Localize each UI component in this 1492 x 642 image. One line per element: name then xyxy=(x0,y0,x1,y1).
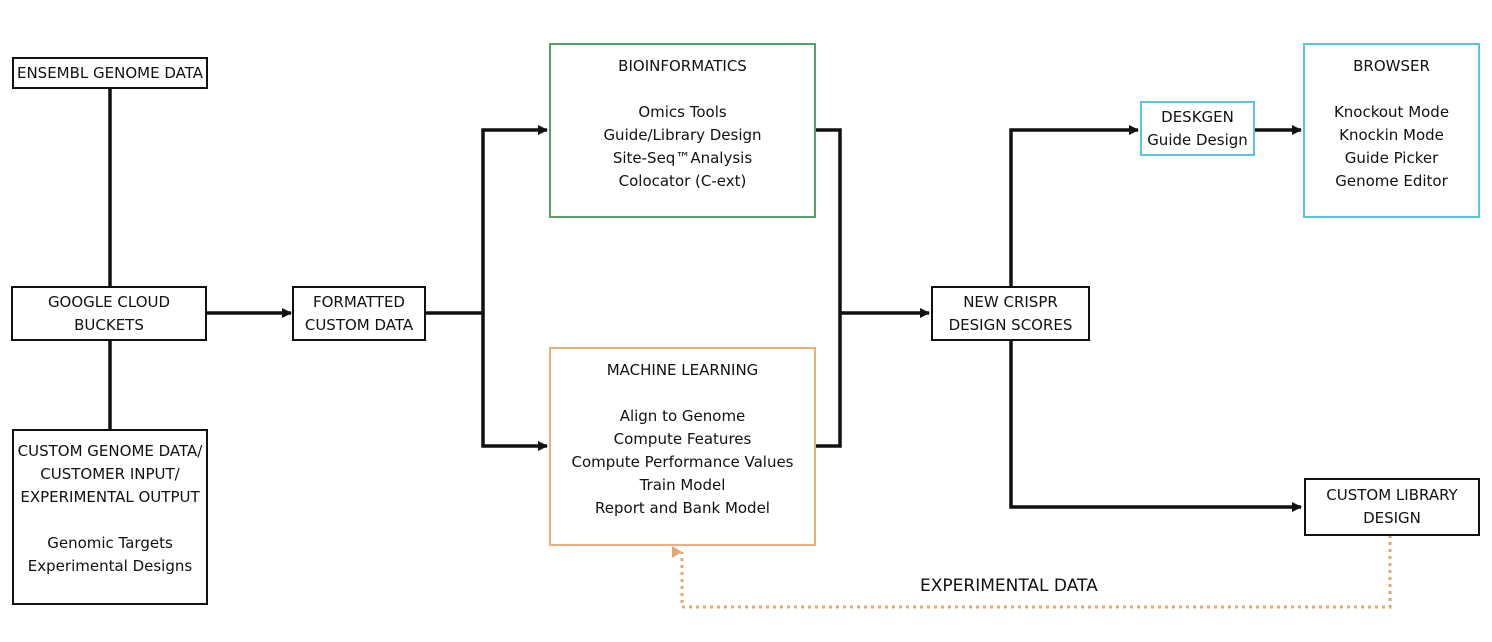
machine-learning-item: Report and Bank Model xyxy=(595,499,770,517)
edge-crispr-to-custom-library xyxy=(1009,341,1302,512)
browser-item: Guide Picker xyxy=(1344,149,1439,167)
machine-learning-item: Compute Performance Values xyxy=(571,453,794,471)
custom-genome-line-2: CUSTOMER INPUT/ xyxy=(40,465,180,483)
bioinformatics-item: Colocator (C-ext) xyxy=(618,172,747,190)
crispr-line-2: DESIGN SCORES xyxy=(948,315,1073,334)
edge-formatted-to-bioinformatics xyxy=(425,125,548,315)
custom-genome-item: Experimental Designs xyxy=(27,557,193,575)
edge-experimental-data-feedback xyxy=(672,535,1392,609)
custom-library-line-1: CUSTOM LIBRARY xyxy=(1326,486,1458,504)
experimental-data-label: EXPERIMENTAL DATA xyxy=(920,576,1098,596)
bioinformatics-item: Site-Seq™Analysis xyxy=(612,149,753,167)
custom-genome-data-box: CUSTOM GENOME DATA/ CUSTOMER INPUT/ EXPE… xyxy=(12,429,208,605)
custom-genome-line-3: EXPERIMENTAL OUTPUT xyxy=(20,488,200,506)
deskgen-line-1: DESKGEN xyxy=(1161,107,1234,126)
machine-learning-item: Train Model xyxy=(639,476,726,494)
machine-learning-item: Compute Features xyxy=(613,430,752,448)
machine-learning-item: Align to Genome xyxy=(619,407,746,425)
bioinformatics-box: BIOINFORMATICS Omics Tools Guide/Library… xyxy=(549,43,816,218)
ensembl-line-1: ENSEMBL GENOME DATA xyxy=(16,63,203,82)
edge-crispr-to-deskgen xyxy=(1009,125,1139,286)
edge-formatted-to-machine-learning xyxy=(481,313,548,451)
browser-item: Knockin Mode xyxy=(1339,126,1444,144)
custom-library-design-box: CUSTOM LIBRARY DESIGN xyxy=(1304,478,1480,536)
deskgen-box: DESKGEN Guide Design xyxy=(1140,101,1255,156)
bioinformatics-title: BIOINFORMATICS xyxy=(618,57,747,75)
formatted-line-1: FORMATTED xyxy=(313,292,405,311)
bioinformatics-item: Guide/Library Design xyxy=(603,126,762,144)
formatted-line-2: CUSTOM DATA xyxy=(304,315,414,334)
crispr-design-scores-box: NEW CRISPR DESIGN SCORES xyxy=(931,286,1090,341)
browser-item: Genome Editor xyxy=(1335,172,1448,190)
crispr-line-1: NEW CRISPR xyxy=(963,292,1058,311)
custom-genome-line-1: CUSTOM GENOME DATA/ xyxy=(17,442,203,460)
machine-learning-box: MACHINE LEARNING Align to Genome Compute… xyxy=(549,347,816,546)
ensembl-genome-data-box: ENSEMBL GENOME DATA xyxy=(12,57,208,89)
browser-title: BROWSER xyxy=(1353,57,1430,75)
custom-library-line-2: DESIGN xyxy=(1363,509,1421,527)
google-cloud-line-1: GOOGLE CLOUD xyxy=(47,292,171,311)
custom-genome-item: Genomic Targets xyxy=(47,534,173,552)
edge-bioinformatics-to-merge xyxy=(815,128,842,448)
machine-learning-title: MACHINE LEARNING xyxy=(606,361,759,379)
browser-item: Knockout Mode xyxy=(1333,103,1450,121)
deskgen-line-2: Guide Design xyxy=(1147,130,1248,149)
browser-box: BROWSER Knockout Mode Knockin Mode Guide… xyxy=(1303,43,1480,218)
google-cloud-buckets-box: GOOGLE CLOUD BUCKETS xyxy=(11,286,207,341)
google-cloud-line-2: BUCKETS xyxy=(74,315,144,334)
bioinformatics-item: Omics Tools xyxy=(638,103,727,121)
formatted-custom-data-box: FORMATTED CUSTOM DATA xyxy=(292,286,426,341)
